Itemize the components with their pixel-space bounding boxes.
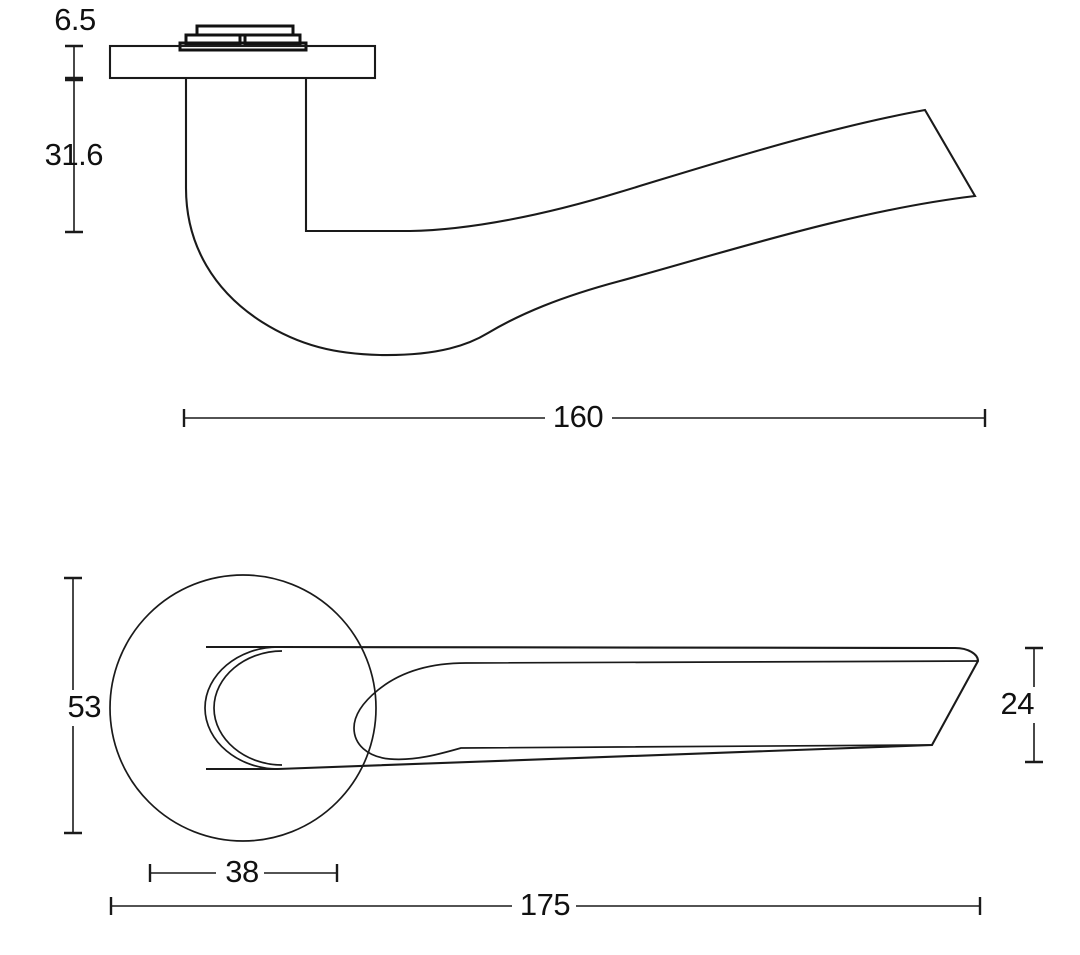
dimension-label-160: 160 (553, 399, 603, 434)
rose-plate-side (108, 44, 377, 80)
dimension-rose-offset: 38 (148, 854, 339, 889)
dimension-overall-length: 175 (109, 887, 982, 922)
dimension-label-31-6: 31.6 (45, 137, 103, 172)
dimension-label-53: 53 (68, 689, 101, 724)
dimension-label-6-5: 6.5 (54, 2, 96, 37)
lever-body-side-profile (184, 78, 977, 357)
view-plan (109, 574, 980, 842)
dimension-rose-diameter: 53 (64, 576, 102, 835)
dimension-neck-height: 31.6 (45, 78, 104, 234)
dimension-label-24: 24 (1001, 686, 1035, 721)
dimension-label-175: 175 (520, 887, 570, 922)
rose-outer-circle (109, 574, 377, 842)
neck-collar-outer-arc (204, 646, 279, 770)
dimension-lever-projection: 160 (182, 399, 987, 434)
neck-collar-inner-arc (213, 650, 283, 766)
view-side-elevation (108, 24, 977, 357)
lever-inner-relief-contour (353, 660, 979, 761)
dimension-lever-width: 24 (1001, 646, 1043, 764)
dimension-label-38: 38 (225, 854, 258, 889)
lever-plan-outline (277, 645, 980, 771)
